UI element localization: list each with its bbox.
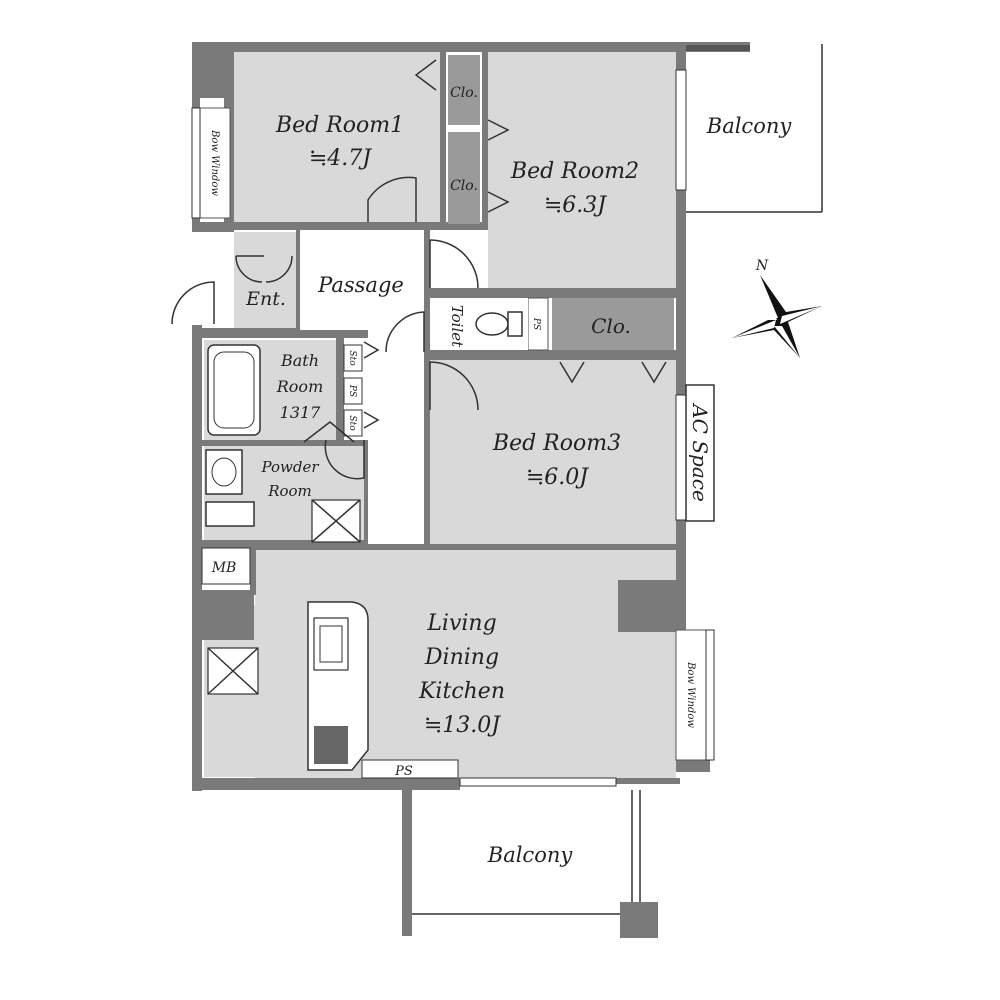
ldk-size: ≒13.0J <box>424 713 501 738</box>
bedroom1-size: ≒4.7J <box>309 146 372 171</box>
closet-2 <box>448 132 480 224</box>
entrance-label: Ent. <box>245 288 286 310</box>
bedroom3-size: ≒6.0J <box>526 465 589 490</box>
bow-window-left-label: Bow Window <box>209 129 220 196</box>
balcony-bottom-label: Balcony <box>487 843 574 867</box>
ldk-line1: Living <box>426 611 496 636</box>
balcony-top <box>686 44 823 213</box>
closet-2-label: Clo. <box>450 178 478 194</box>
passage-area <box>300 230 424 330</box>
balcony-top-label: Balcony <box>706 114 793 138</box>
bedroom2-area <box>488 52 676 288</box>
ps-bath-label: PS <box>347 384 357 397</box>
closet-large-label: Clo. <box>591 314 631 338</box>
bedroom1-name: Bed Room1 <box>275 113 404 138</box>
toilet-bowl-icon <box>475 312 509 336</box>
mb-label: MB <box>211 560 237 576</box>
bedroom1-area <box>234 52 442 222</box>
ps-bottom-label: PS <box>394 764 413 779</box>
closet-1-label: Clo. <box>450 85 478 101</box>
powder-line2: Room <box>267 482 312 500</box>
bow-window-left <box>199 107 231 219</box>
bathtub-icon <box>207 344 261 436</box>
toilet-tank-icon <box>507 311 523 337</box>
interior-walls <box>192 52 680 640</box>
ldk-line3: Kitchen <box>418 679 505 704</box>
bath-line3: 1317 <box>280 403 322 422</box>
bow-window-right <box>675 629 707 761</box>
closet-large <box>552 298 674 350</box>
passage-label: Passage <box>317 273 404 297</box>
stove-icon <box>314 726 348 764</box>
ac-space-box <box>685 384 715 522</box>
bath-line1: Bath <box>280 351 319 370</box>
bedroom3-area <box>430 360 676 544</box>
bow-window-right-label: Bow Window <box>685 661 696 728</box>
sto-box-2 <box>343 409 363 437</box>
balcony-bottom <box>402 790 658 938</box>
washbasin-icon <box>205 449 243 495</box>
ac-space-label: AC Space <box>688 402 712 502</box>
passage-lower <box>368 330 424 544</box>
sto-box-1 <box>343 344 363 372</box>
ldk-line2: Dining <box>424 645 499 670</box>
closet-1 <box>448 55 480 125</box>
ps-toilet-label: PS <box>531 317 541 330</box>
compass-label: N <box>755 258 769 274</box>
ps-bath-box <box>343 377 363 405</box>
compass-icon <box>732 275 822 358</box>
entrance-area <box>234 232 296 332</box>
toilet-label: Toilet <box>448 305 466 348</box>
powder-line1: Powder <box>260 458 319 476</box>
bedroom2-size: ≒6.3J <box>544 193 607 218</box>
ps-bottom-box <box>361 759 459 779</box>
bedroom3-name: Bed Room3 <box>492 431 621 456</box>
bedroom2-name: Bed Room2 <box>510 159 639 184</box>
mb-box <box>201 547 251 585</box>
sto-1-label: Sto <box>347 350 357 366</box>
sto-2-label: Sto <box>347 415 357 431</box>
bath-line2: Room <box>276 377 323 396</box>
doors <box>171 59 667 480</box>
